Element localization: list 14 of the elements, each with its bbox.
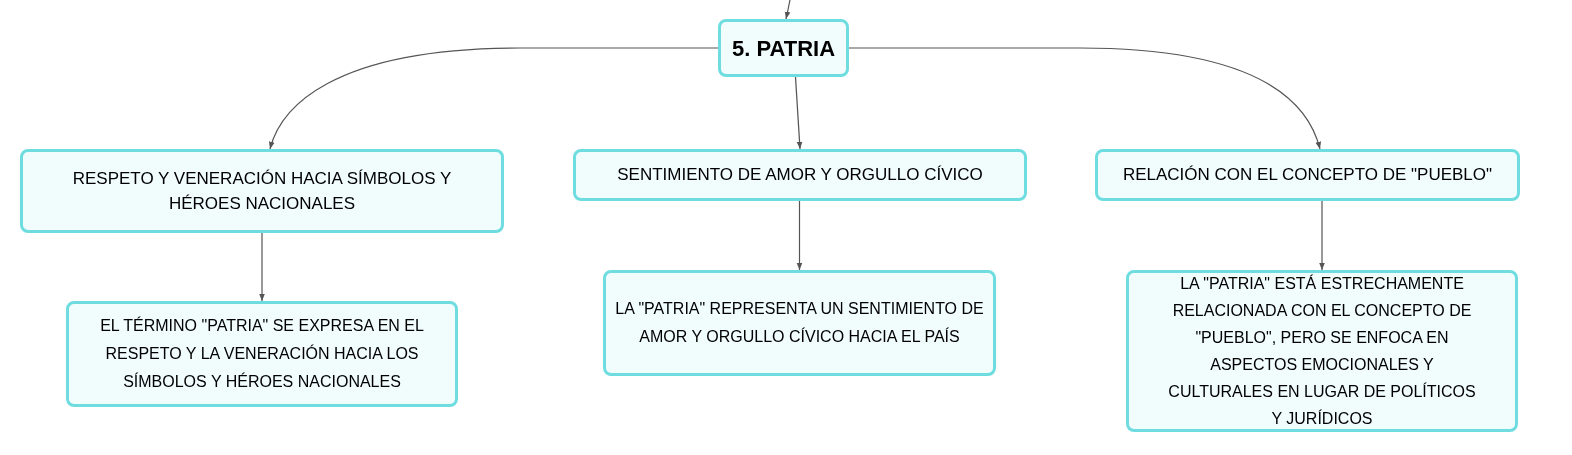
connector-arrow <box>796 200 803 271</box>
topic-box: RELACIÓN CON EL CONCEPTO DE "PUEBLO" <box>1095 149 1520 201</box>
connector-arrow <box>259 232 265 302</box>
topic-box: 5. PATRIA <box>718 19 849 77</box>
topic-box: LA "PATRIA" ESTÁ ESTRECHAMENTE RELACIONADA CON EL CONCEPTO DE "PUEBLO", PERO SE ENFOCA EN ASPECTOS EMOCIONALES Y CULTURALES EN LUGAR DE POLÍTICOS Y JURÍDICOS <box>1126 270 1518 432</box>
connector-arrow <box>269 47 719 150</box>
connector-arrow <box>1319 200 1325 271</box>
connector-arrow <box>794 76 803 150</box>
topic-box: EL TÉRMINO "PATRIA" SE EXPRESA EN EL RESPETO Y LA VENERACIÓN HACIA LOS SÍMBOLOS Y HÉROES NACIONALES <box>66 301 458 407</box>
topic-box: RESPETO Y VENERACIÓN HACIA SÍMBOLOS Y HÉROES NACIONALES <box>20 149 504 233</box>
topic-box: SENTIMIENTO DE AMOR Y ORGULLO CÍVICO <box>573 149 1027 201</box>
topic-box: LA "PATRIA" REPRESENTA UN SENTIMIENTO DE AMOR Y ORGULLO CÍVICO HACIA EL PAÍS <box>603 270 996 376</box>
connector-arrow <box>848 47 1321 150</box>
connector-arrow <box>784 0 791 20</box>
